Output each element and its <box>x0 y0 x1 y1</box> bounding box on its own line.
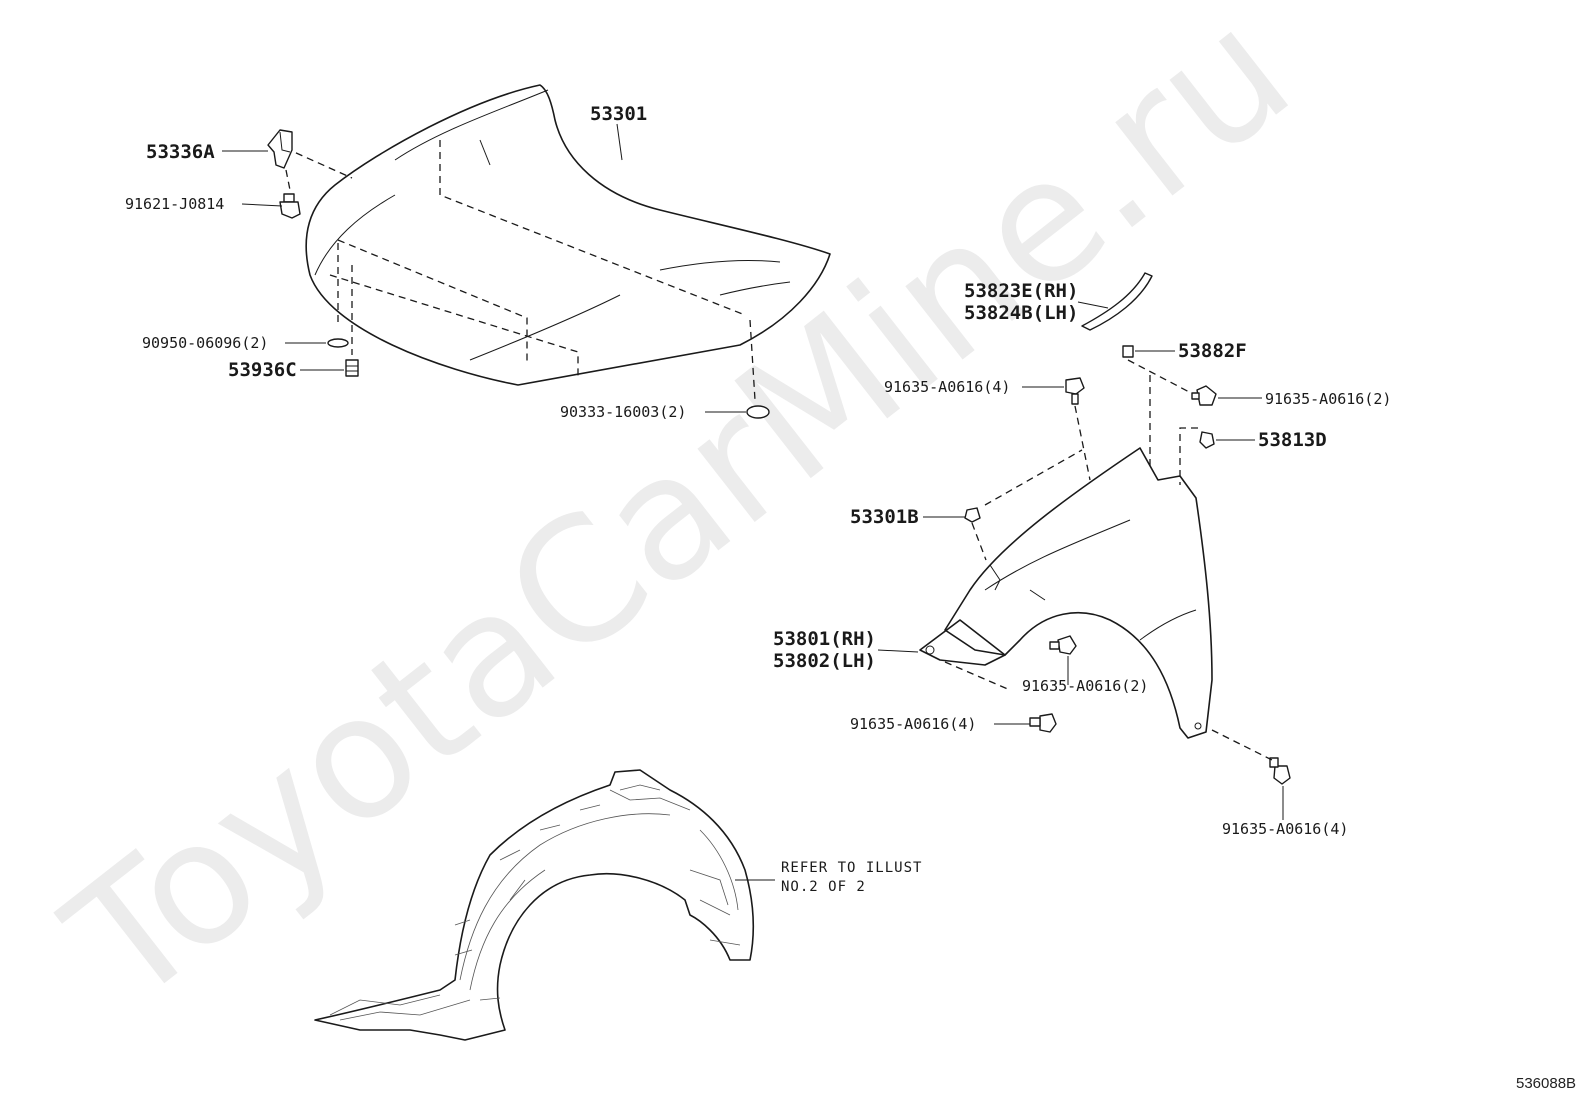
bolt-top-left[interactable] <box>1065 377 1085 405</box>
label-fender-seal-lh: 53824B(LH) <box>964 302 1078 324</box>
fender-seal[interactable] <box>1081 272 1153 331</box>
hood-plug[interactable] <box>746 405 770 419</box>
label-bolt-low-left: 91635-A0616(4) <box>850 715 976 733</box>
hood-panel[interactable] <box>305 84 831 386</box>
watermark-text: ToyotaCarMine.ru <box>33 0 1326 1043</box>
label-fender-grommet: 53813D <box>1258 429 1327 451</box>
bolt-top-right[interactable] <box>1191 385 1217 406</box>
hood-cushion[interactable] <box>345 359 359 377</box>
bolt-bottom[interactable] <box>1269 757 1291 785</box>
label-bolt-top-left: 91635-A0616(4) <box>884 378 1010 396</box>
label-hood-seal: 90950-06096(2) <box>142 334 268 352</box>
label-hinge-bolt: 91621-J0814 <box>125 195 224 213</box>
label-bolt-mid: 91635-A0616(2) <box>1022 677 1148 695</box>
label-hinge-bracket: 53336A <box>146 141 215 163</box>
label-liner-note-2: NO.2 OF 2 <box>781 879 866 895</box>
front-fender[interactable] <box>919 447 1213 739</box>
label-hood: 53301 <box>590 103 647 125</box>
label-liner-note-1: REFER TO ILLUST <box>781 860 922 876</box>
label-fender-rh: 53801(RH) <box>773 628 876 650</box>
hinge-bracket[interactable] <box>267 129 293 169</box>
bolt-mid[interactable] <box>1049 635 1077 655</box>
fender-clip[interactable] <box>1122 345 1134 358</box>
hinge-bolt[interactable] <box>279 193 301 219</box>
label-hood-cushion: 53936C <box>228 359 297 381</box>
fender-grommet[interactable] <box>1199 431 1215 449</box>
diagram-code: 536088B <box>1516 1075 1576 1092</box>
label-bolt-bottom: 91635-A0616(4) <box>1222 820 1348 838</box>
label-bolt-top-right: 91635-A0616(2) <box>1265 390 1391 408</box>
label-fender-insulator: 53301B <box>850 506 919 528</box>
fender-insulator[interactable] <box>964 507 981 523</box>
label-hood-plug: 90333-16003(2) <box>560 403 686 421</box>
bolt-low-left[interactable] <box>1029 713 1057 733</box>
fender-liner[interactable] <box>314 769 755 1041</box>
label-fender-lh: 53802(LH) <box>773 650 876 672</box>
label-fender-clip: 53882F <box>1178 340 1247 362</box>
hood-seal[interactable] <box>327 338 349 348</box>
label-fender-seal-rh: 53823E(RH) <box>964 280 1078 302</box>
